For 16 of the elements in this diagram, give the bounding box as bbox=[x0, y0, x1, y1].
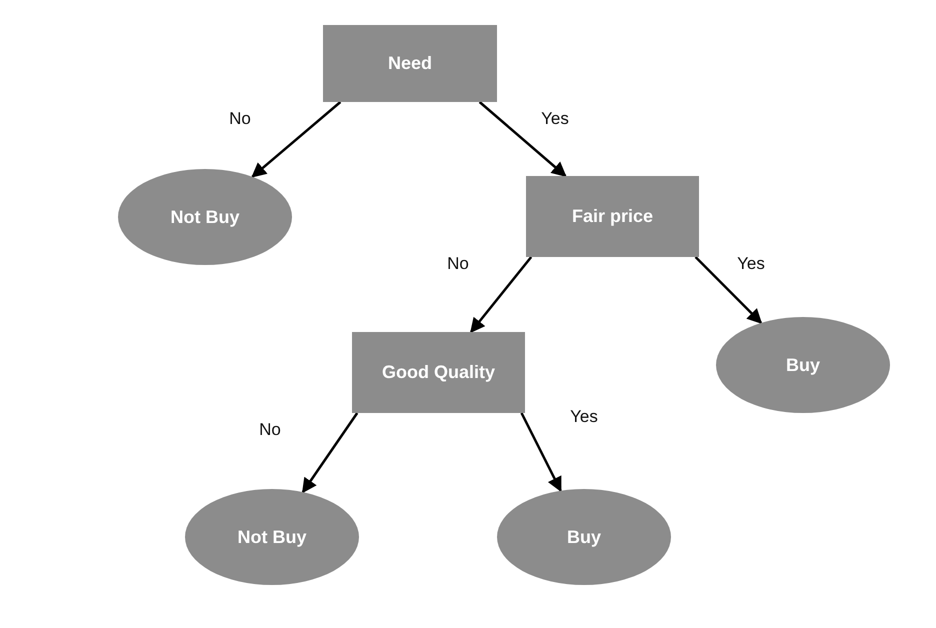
arrow bbox=[251, 101, 342, 178]
node-label: Buy bbox=[566, 526, 601, 548]
node-label: Buy bbox=[786, 354, 820, 376]
node-label: Not Buy bbox=[170, 206, 240, 228]
node-label: Not Buy bbox=[238, 526, 306, 548]
arrow bbox=[694, 256, 762, 324]
arrow bbox=[478, 101, 567, 177]
decision-box bbox=[323, 25, 497, 102]
node-label: Fair price bbox=[572, 206, 654, 227]
node-label: Good Quality bbox=[382, 362, 495, 383]
arrow bbox=[520, 412, 562, 492]
decision-box bbox=[526, 176, 699, 257]
arrow bbox=[470, 256, 532, 334]
decision-box bbox=[352, 332, 525, 413]
node-label: Need bbox=[388, 53, 432, 74]
arrow bbox=[302, 412, 358, 494]
